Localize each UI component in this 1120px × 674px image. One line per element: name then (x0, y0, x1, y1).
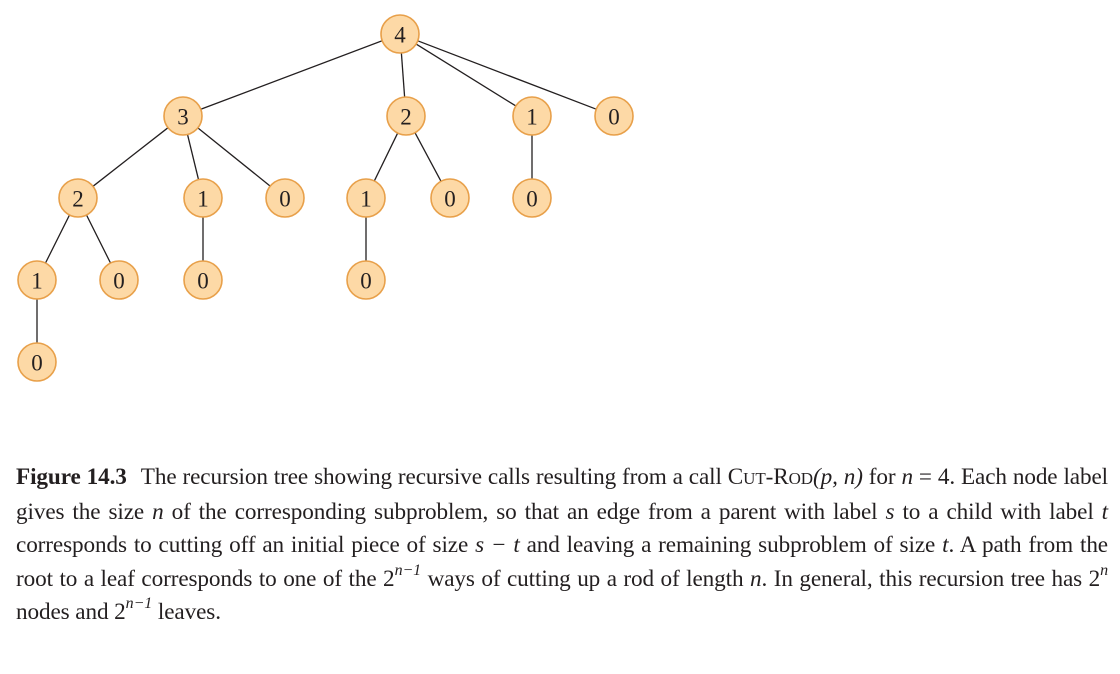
tree-edge (415, 43, 517, 107)
size-expression: s − t (475, 532, 520, 558)
node-label: 0 (279, 187, 291, 212)
tree-node: 4 (380, 14, 420, 54)
node-label: 3 (177, 105, 189, 130)
tree-node: 1 (512, 96, 552, 136)
node-label: 0 (444, 187, 456, 212)
function-name: CUT-ROD (727, 464, 813, 490)
node-circle (512, 96, 552, 136)
node-circle (594, 96, 634, 136)
figure-caption: Figure 14.3 The recursion tree showing re… (16, 464, 1109, 625)
tree-edge (200, 40, 383, 110)
node-label: 0 (31, 351, 43, 376)
tree-edge (44, 214, 71, 264)
node-label: 0 (360, 269, 372, 294)
node-circle (386, 96, 426, 136)
recursion-tree-diagram: 4 3 2 1 0 2 1 0 1 0 0 1 0 0 0 0 (17, 14, 634, 382)
tree-nodes: 4 3 2 1 0 2 1 0 1 0 0 1 0 0 0 0 (17, 14, 634, 382)
tree-node: 2 (58, 178, 98, 218)
caption-text: The recursion tree showing recursive cal… (140, 464, 728, 490)
node-label: 0 (197, 269, 209, 294)
tree-node: 1 (17, 260, 57, 300)
node-label: 0 (113, 269, 125, 294)
node-label: 4 (394, 23, 406, 48)
node-label: 1 (360, 187, 372, 212)
node-circle (265, 178, 305, 218)
node-label: 1 (197, 187, 209, 212)
node-circle (380, 14, 420, 54)
node-circle (346, 178, 386, 218)
tree-edge (373, 132, 399, 182)
node-circle (512, 178, 552, 218)
node-circle (163, 96, 203, 136)
node-circle (17, 260, 57, 300)
node-label: 2 (400, 105, 412, 130)
tree-node: 3 (163, 96, 203, 136)
node-circle (183, 178, 223, 218)
tree-node: 0 (265, 178, 305, 218)
tree-node: 0 (346, 260, 386, 300)
tree-node: 0 (99, 260, 139, 300)
tree-edge (197, 127, 271, 187)
node-circle (17, 342, 57, 382)
tree-node: 0 (512, 178, 552, 218)
node-label: 0 (608, 105, 620, 130)
tree-node: 2 (386, 96, 426, 136)
tree-edge (186, 134, 200, 180)
tree-edges (36, 40, 597, 343)
tree-edge (417, 40, 597, 110)
node-label: 1 (526, 105, 538, 130)
figure-label: Figure 14.3 (16, 464, 127, 490)
tree-node: 1 (346, 178, 386, 218)
node-circle (99, 260, 139, 300)
node-label: 2 (72, 187, 84, 212)
node-circle (183, 260, 223, 300)
tree-edge (414, 132, 442, 182)
node-circle (346, 260, 386, 300)
tree-node: 0 (17, 342, 57, 382)
function-args: (p, n) (812, 464, 863, 490)
tree-edge (85, 214, 112, 264)
node-circle (58, 178, 98, 218)
node-circle (430, 178, 470, 218)
node-label: 0 (526, 187, 538, 212)
tree-edge (92, 127, 169, 187)
tree-node: 0 (430, 178, 470, 218)
tree-node: 0 (183, 260, 223, 300)
tree-node: 1 (183, 178, 223, 218)
node-label: 1 (31, 269, 43, 294)
tree-edge (400, 52, 406, 98)
tree-node: 0 (594, 96, 634, 136)
